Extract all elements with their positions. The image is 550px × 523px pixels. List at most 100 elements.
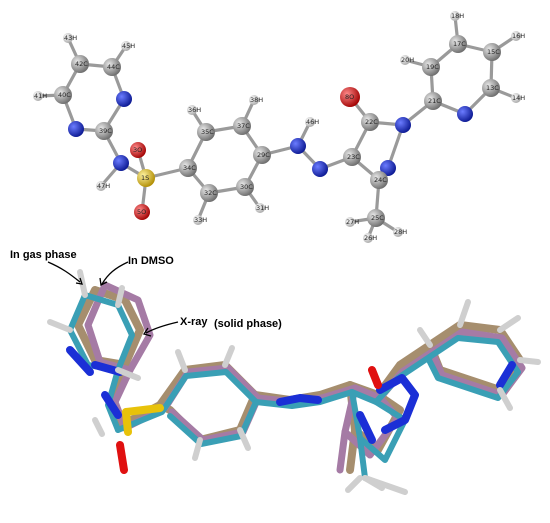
atom-sphere: [116, 91, 132, 107]
atom-hydrogen: 36H: [187, 105, 201, 115]
atom-hydrogen: 45H: [121, 41, 135, 51]
atom-sphere: [33, 91, 43, 101]
atom-sphere: [134, 204, 150, 220]
molecule-atoms: 1S3O5O8O13C14H15C16H17C18H19C20H21C22C23…: [33, 11, 525, 243]
atom-sphere: [290, 138, 306, 154]
atom-sphere: [233, 117, 251, 135]
atom-sphere: [137, 169, 155, 187]
atom-carbon: 25C: [367, 209, 385, 227]
dmso-arrow-head: [99, 277, 108, 286]
xray-phase-note: (solid phase): [214, 318, 282, 330]
atom-label: 1S: [141, 174, 149, 182]
gas-phase-label: In gas phase: [10, 249, 77, 261]
xray-arrow: [145, 321, 179, 334]
atom-sulfur: 1S: [137, 169, 155, 187]
atom-carbon: 13C: [482, 79, 500, 97]
atom-label: 19C: [426, 63, 439, 71]
atom-label: 36H: [188, 106, 201, 114]
conformer-overlay: [47, 269, 541, 495]
atom-label: 34C: [183, 164, 196, 172]
atom-sphere: [130, 142, 146, 158]
atom-carbon: 17C: [449, 35, 467, 53]
atom-label: 25C: [371, 214, 384, 222]
atom-carbon: 19C: [422, 58, 440, 76]
atom-hydrogen: 47H: [96, 181, 110, 191]
atom-hydrogen: 33H: [193, 215, 207, 225]
atom-sphere: [457, 106, 473, 122]
atom-carbon: 30C: [236, 178, 254, 196]
atom-label: 3O: [133, 146, 142, 154]
atom-label: 40C: [58, 91, 71, 99]
atom-sphere: [95, 122, 113, 140]
atom-label: 42C: [75, 60, 88, 68]
atom-hydrogen: 27H: [345, 217, 359, 227]
atom-label: 31H: [256, 204, 269, 212]
atom-sphere: [312, 161, 328, 177]
atom-label: 41H: [34, 92, 47, 100]
atom-hydrogen: 14H: [511, 93, 525, 103]
atom-label: 28H: [394, 228, 407, 236]
atom-hydrogen: 16H: [511, 31, 525, 41]
atom-sphere: [367, 209, 385, 227]
atom-label: 23C: [347, 153, 360, 161]
atom-carbon: 24C: [370, 171, 388, 189]
atom-hydrogen: 43H: [63, 33, 77, 43]
atom-carbon: 35C: [197, 123, 215, 141]
atom-sphere: [511, 31, 521, 41]
atom-oxygen: 3O: [130, 142, 146, 158]
gas-phase-arrow-head: [75, 277, 83, 285]
atom-sphere: [395, 117, 411, 133]
atom-sphere: [482, 79, 500, 97]
atom-label: 39C: [99, 127, 112, 135]
atom-nitrogen: [457, 106, 473, 122]
atom-sphere: [363, 233, 373, 243]
atom-hydrogen: 28H: [393, 227, 407, 237]
atom-label: 14H: [512, 94, 525, 102]
atom-label: 46H: [306, 118, 319, 126]
atom-label: 29C: [257, 151, 270, 159]
atom-label: 8O: [345, 93, 354, 101]
atom-label: 33H: [194, 216, 207, 224]
atom-sphere: [370, 171, 388, 189]
atom-carbon: 32C: [200, 184, 218, 202]
atom-sphere: [422, 58, 440, 76]
atom-sphere: [197, 123, 215, 141]
atom-label: 27H: [346, 218, 359, 226]
dmso-label: In DMSO: [128, 255, 174, 267]
atom-label: 21C: [428, 97, 441, 105]
atom-sphere: [380, 160, 396, 176]
atom-carbon: 23C: [343, 148, 361, 166]
atom-label: 18H: [451, 12, 464, 20]
atom-label: 24C: [374, 176, 387, 184]
atom-sphere: [187, 105, 197, 115]
atom-sphere: [236, 178, 254, 196]
optimized-molecule-structure: 1S3O5O8O13C14H15C16H17C18H19C20H21C22C23…: [33, 11, 525, 243]
atom-label: 30C: [240, 183, 253, 191]
atom-sphere: [68, 121, 84, 137]
atom-sphere: [483, 43, 501, 61]
xray-label: X-ray: [180, 316, 208, 328]
atom-label: 44C: [107, 63, 120, 71]
atom-carbon: 15C: [483, 43, 501, 61]
atom-sphere: [449, 35, 467, 53]
atom-sphere: [200, 184, 218, 202]
atom-sphere: [71, 55, 89, 73]
atom-label: 43H: [64, 34, 77, 42]
atom-sphere: [96, 181, 106, 191]
atom-label: 37C: [237, 122, 250, 130]
xray-arrow-head: [142, 327, 152, 337]
atom-nitrogen: [116, 91, 132, 107]
atom-carbon: 42C: [71, 55, 89, 73]
atom-carbon: 29C: [253, 146, 271, 164]
annotations: In gas phase In DMSO X-ray (solid phase): [10, 249, 282, 337]
atom-nitrogen: [113, 155, 129, 171]
atom-sphere: [424, 92, 442, 110]
overlay-heteroatoms: [66, 346, 516, 474]
atom-hydrogen: 31H: [255, 203, 269, 213]
atom-label: 45H: [122, 42, 135, 50]
atom-carbon: 44C: [103, 58, 121, 76]
atom-nitrogen: [395, 117, 411, 133]
atom-carbon: 37C: [233, 117, 251, 135]
atom-nitrogen: [68, 121, 84, 137]
atom-nitrogen: [290, 138, 306, 154]
